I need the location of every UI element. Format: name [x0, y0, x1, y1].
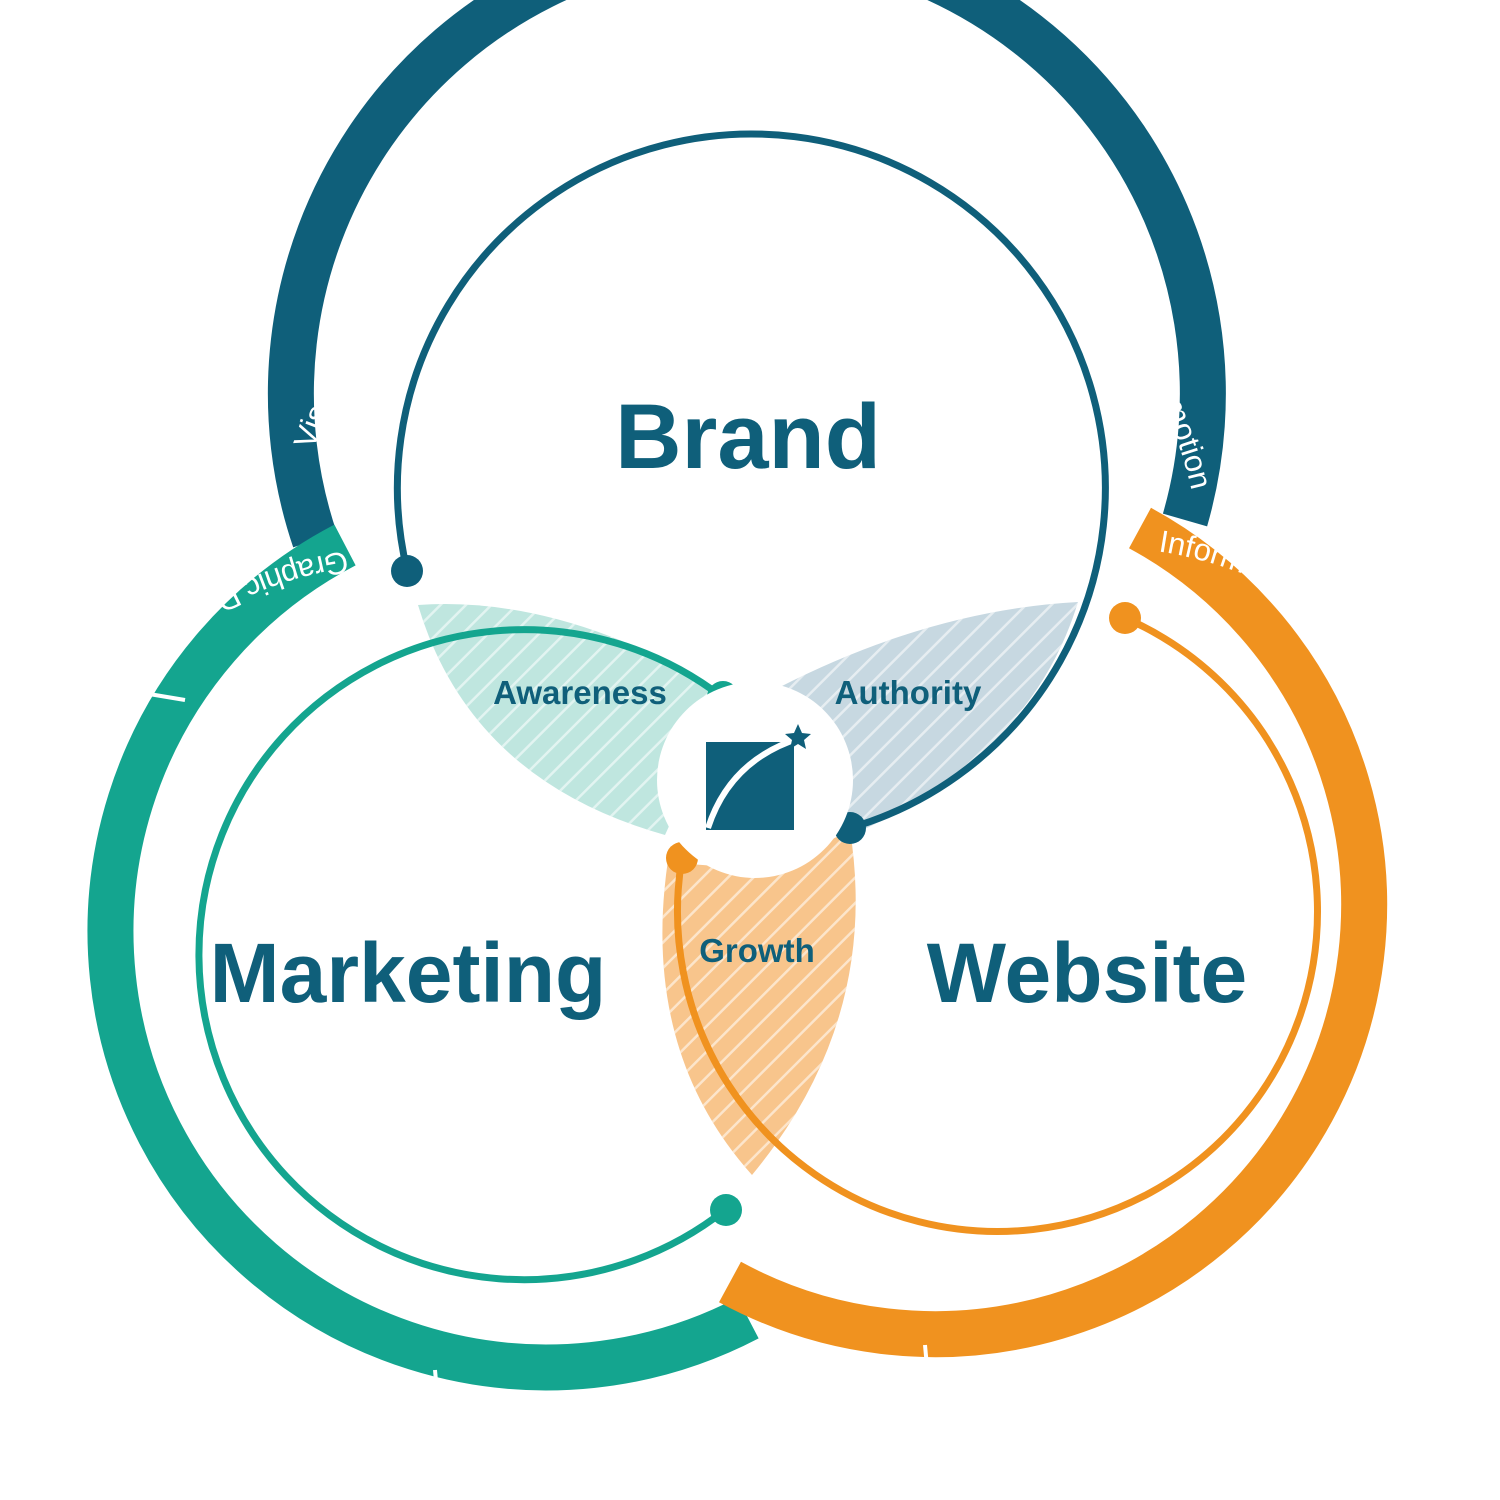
ring-item: Content Creation	[438, 1383, 664, 1477]
awareness-label: Awareness	[493, 674, 667, 711]
website-ring-label-2: Website design	[1465, 936, 1500, 1154]
ring-item: Design Systems	[870, 126, 1083, 269]
brand-ring	[267, 0, 1226, 548]
authority-label: Authority	[835, 674, 982, 711]
awareness-hatch	[418, 604, 720, 835]
website-ring-label-5: Copywriting	[818, 1367, 983, 1465]
website-ring-band	[719, 507, 1388, 1358]
website-title: Website	[927, 926, 1248, 1020]
brand-endpoint-dot	[391, 555, 423, 587]
marketing-circle	[195, 626, 728, 1284]
marketing-ring-label-5: Content Creation	[438, 1383, 664, 1477]
website-ring	[719, 507, 1388, 1358]
marketing-ring-band	[87, 524, 759, 1391]
website-endpoint-dot-right	[1109, 602, 1141, 634]
band-separators	[20, 49, 1471, 1426]
marketing-endpoint-dot-bottom	[710, 1194, 742, 1226]
marketing-title: Marketing	[210, 926, 607, 1020]
authority-hatch	[778, 602, 1078, 840]
growth-hatch	[662, 830, 856, 1175]
website-circle	[674, 614, 1321, 1235]
marketing-ring	[87, 524, 759, 1391]
ring-item: Website design	[1465, 936, 1500, 1154]
brand-ring-label-4: Design Systems	[870, 126, 1083, 269]
brand-ring-band	[267, 0, 1226, 548]
ring-item: Copywriting	[818, 1367, 983, 1465]
growth-label: Growth	[699, 932, 814, 969]
star-swoosh-logo-icon	[705, 724, 811, 830]
brand-circle	[393, 130, 1109, 832]
brand-title: Brand	[615, 386, 881, 488]
